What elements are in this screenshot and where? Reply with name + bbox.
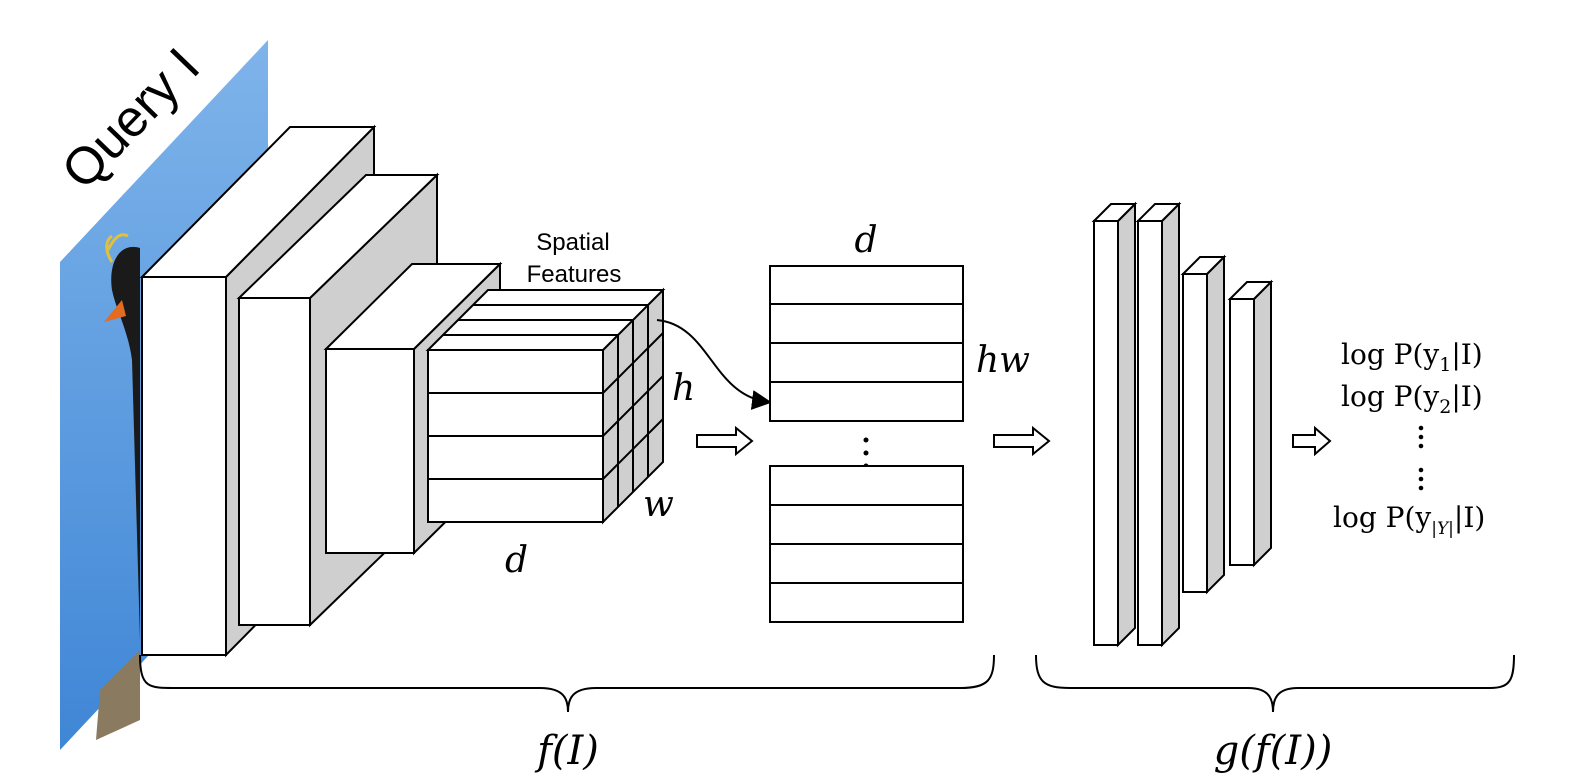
output-2: log P(y2|I) (1341, 380, 1483, 418)
spatial-feature-cube (425, 287, 666, 525)
cube-label-d: d (505, 540, 528, 581)
cube-label-h: h (672, 368, 695, 409)
fc-layer-3 (1180, 254, 1227, 595)
feature-matrix-top (769, 265, 964, 422)
output-ellipsis-2 (1418, 467, 1424, 491)
matrix-label-hw: hw (976, 340, 1030, 381)
hollow-arrow-2 (993, 425, 1051, 457)
matrix-label-d: d (854, 220, 877, 261)
brace-left-label: f(I) (534, 728, 599, 774)
output-1: log P(y1|I) (1341, 338, 1483, 376)
output-log-probs: log P(y1|I) log P(y2|I) log P(y|Y||I) (1333, 338, 1485, 539)
brace-right (1035, 654, 1515, 713)
spatial-features-line2: Features (527, 261, 622, 288)
hollow-arrow-3 (1292, 425, 1332, 457)
matrix-ellipsis (863, 437, 869, 469)
penguin-image (96, 233, 140, 740)
reshape-arrow (656, 319, 772, 410)
output-ellipsis-1 (1418, 425, 1424, 449)
fc-layer-4 (1227, 279, 1274, 568)
feature-matrix-bottom (769, 465, 964, 623)
brace-right-label: g(f(I)) (1214, 728, 1333, 774)
hollow-arrow-1 (696, 425, 754, 457)
output-last: log P(y|Y||I) (1333, 501, 1485, 539)
fc-layer-2 (1135, 201, 1182, 648)
fc-layer-1 (1091, 201, 1138, 648)
cube-label-w: w (643, 484, 674, 525)
brace-left (139, 654, 995, 713)
spatial-features-line1: Spatial (536, 229, 609, 256)
